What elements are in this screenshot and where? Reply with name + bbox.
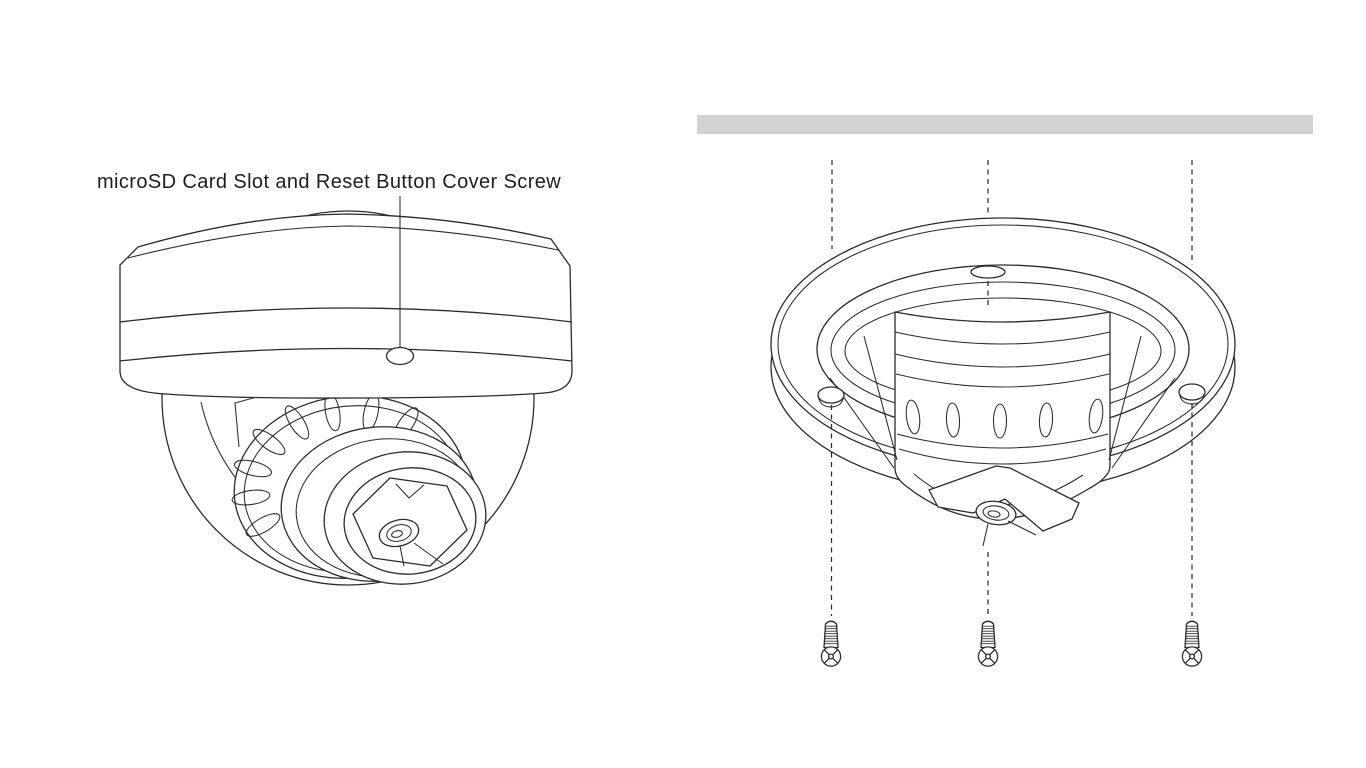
annotation-label: microSD Card Slot and Reset Button Cover… [97, 171, 562, 193]
cover-screw [385, 346, 415, 366]
screw-hole-center [970, 265, 1006, 279]
left-camera-illustration [119, 196, 573, 586]
lens-face-plate [928, 465, 1080, 532]
camera-module [231, 392, 487, 585]
mounting-screw-2 [977, 620, 999, 667]
right-camera-illustration [697, 115, 1313, 667]
gusset-right [1108, 335, 1176, 469]
mounting-screw-3 [1181, 620, 1203, 667]
camera-housing [119, 213, 573, 399]
lens-barrel [829, 311, 1176, 547]
mounting-screw-1 [820, 620, 842, 667]
lens [975, 500, 1017, 526]
vent-slots [905, 398, 1104, 439]
lens [378, 518, 420, 548]
screw-hole-left [817, 386, 845, 408]
ceiling-bar [697, 115, 1313, 134]
